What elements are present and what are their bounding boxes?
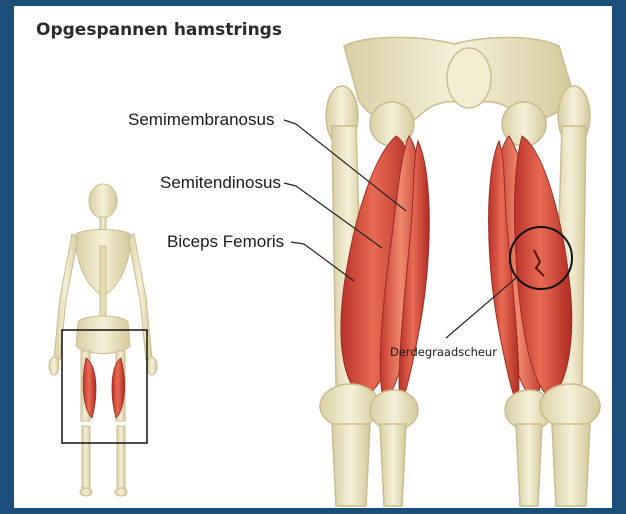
right-fibula [516,424,542,506]
label-semitendinosus: Semitendinosus [160,173,281,193]
label-tear: Derdegraadscheur [390,345,497,359]
label-biceps-femoris: Biceps Femoris [167,232,284,252]
illustration-frame: Opgespannen hamstrings [14,6,612,508]
right-knee [540,384,600,428]
label-semimembranosus: Semimembranosus [128,110,274,130]
sacrum-bone [447,48,491,108]
left-tibia [332,424,370,506]
leg-muscles-illustration [320,37,600,506]
anatomy-illustration [14,6,612,508]
skeleton-figure-icon [49,184,157,496]
left-fibula [380,424,406,506]
right-tibia [552,424,590,506]
skeleton-hamstrings [83,358,124,418]
